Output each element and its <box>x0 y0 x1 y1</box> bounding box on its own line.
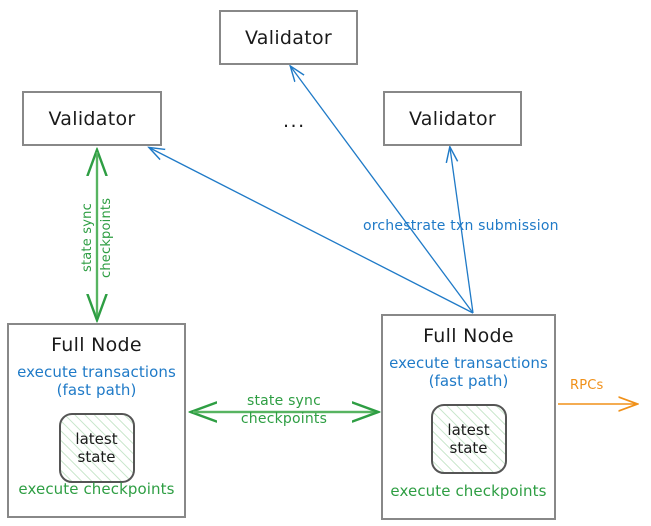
edge-label-state-sync-vertical-line1: state sync <box>80 203 95 272</box>
validators-ellipsis: ... <box>283 110 306 132</box>
full-node-left[interactable]: Full Node execute transactions (fast pat… <box>7 323 186 518</box>
validator-left-label: Validator <box>48 107 136 130</box>
validator-node-left[interactable]: Validator <box>22 91 162 146</box>
full-node-right-execute: execute transactions (fast path) <box>389 354 548 391</box>
edge-label-rpcs: RPCs <box>570 378 604 393</box>
full-node-right-checkpoints: execute checkpoints <box>390 482 547 500</box>
full-node-left-checkpoints: execute checkpoints <box>18 480 175 498</box>
validator-right-label: Validator <box>408 107 496 130</box>
full-node-right-execute-line2: (fast path) <box>428 372 509 391</box>
latest-state-right-line2: state <box>449 438 488 457</box>
validator-top-label: Validator <box>244 26 332 49</box>
edge-label-state-sync-center-line2: checkpoints <box>240 411 328 428</box>
latest-state-chip-right[interactable]: latest state <box>430 403 507 474</box>
validator-node-right[interactable]: Validator <box>383 91 522 146</box>
full-node-left-execute-line1: execute transactions <box>17 363 176 381</box>
full-node-right-title: Full Node <box>423 325 514 347</box>
latest-state-chip-left[interactable]: latest state <box>58 412 135 483</box>
latest-state-left-line2: state <box>77 447 116 466</box>
edge-label-orchestrate: orchestrate txn submission <box>363 218 559 234</box>
full-node-left-title: Full Node <box>51 334 142 356</box>
full-node-left-execute-line2: (fast path) <box>56 381 137 400</box>
latest-state-left-line1: latest <box>75 429 118 448</box>
validator-node-top[interactable]: Validator <box>219 10 358 65</box>
edge-label-state-sync-vertical-line2: checkpoints <box>99 197 114 278</box>
latest-state-right-line1: latest <box>447 420 490 439</box>
full-node-left-execute: execute transactions (fast path) <box>17 363 176 400</box>
full-node-right-execute-line1: execute transactions <box>389 354 548 372</box>
edge-label-state-sync-center-line1: state sync <box>246 393 322 409</box>
edge-label-state-sync-center: state sync checkpoints <box>226 392 342 428</box>
full-node-right[interactable]: Full Node execute transactions (fast pat… <box>381 314 556 520</box>
